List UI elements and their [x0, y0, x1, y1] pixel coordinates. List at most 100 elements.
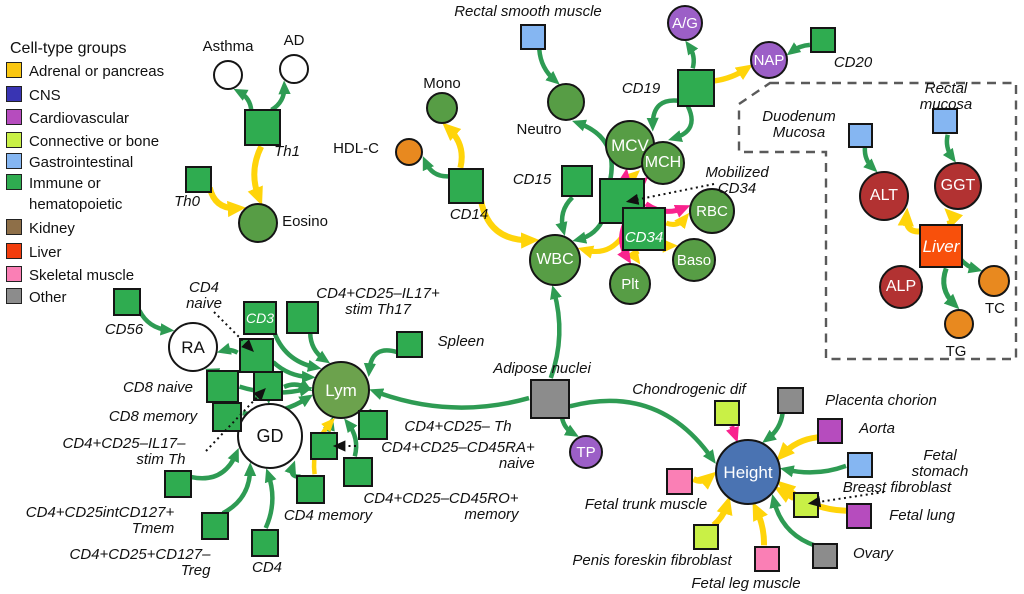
label-neutro: Neutro: [516, 120, 562, 138]
edge-chond-to-height: [726, 425, 739, 443]
node-chond: [714, 400, 740, 426]
label-placenta-chorion: Placenta chorion: [825, 391, 937, 409]
label-cd56: CD56: [104, 320, 144, 338]
label-ad: AD: [283, 31, 305, 49]
edge-tmem-to-gd: [190, 447, 239, 481]
node-th1: [243, 108, 281, 146]
node-alp: ALP: [879, 265, 923, 309]
node-tmem: [164, 470, 192, 498]
label-spleen: Spleen: [437, 332, 485, 350]
legend-swatch: [6, 62, 22, 78]
label-tc: TC: [985, 299, 1005, 317]
node-cd8mem: [212, 402, 242, 432]
node-fstomach: [847, 452, 873, 478]
edge-liver-to-ggt: [944, 208, 964, 227]
edge-rana-to-lym: [323, 416, 335, 433]
node-neutro: [547, 83, 585, 121]
edge-liver-to-tg: [941, 267, 960, 310]
edge-th1-to-eosino: [247, 145, 264, 206]
node-th0: [184, 165, 212, 193]
label-breast-fibroblast: Breast fibroblast: [842, 478, 952, 496]
node-cd4naive: [238, 337, 274, 373]
node-breast: [793, 492, 819, 518]
legend-label: Skeletal muscle: [29, 267, 135, 284]
label-tg: TG: [945, 342, 967, 360]
legend-swatch: [6, 86, 22, 102]
label-cd4-memory: CD4 memory: [283, 506, 373, 524]
node-ra: RA: [168, 322, 218, 372]
label-cd4-cd25intcd127-tmem: CD4+CD25intCD127+ Tmem: [25, 503, 175, 537]
label-cd4-cd25-th: CD4+CD25– Th: [404, 417, 512, 435]
label-cd4-cd25-il17-stim-th: CD4+CD25–IL17– stim Th: [62, 434, 186, 468]
edge-cd19-to-nap: [714, 64, 753, 84]
label-duodenum-mucosa: Duodenum Mucosa: [762, 107, 836, 141]
legend-swatch: [6, 266, 22, 282]
edge-cd34-to-plt: [625, 247, 641, 265]
node-tg: [944, 309, 974, 339]
label-penis-foreskin-fibroblast: Penis foreskin fibroblast: [572, 551, 732, 569]
edge-breast-to-height: [773, 486, 796, 503]
edge-cd34-to-rbc: [665, 212, 690, 230]
label-aorta: Aorta: [859, 419, 895, 437]
node-rect: [932, 108, 958, 134]
edge-fstomach-to-height: [779, 463, 847, 478]
node-flung: [846, 503, 872, 529]
label-mobilized-cd34: Mobilized CD34: [705, 163, 769, 197]
legend-item-skeletal-muscle: Skeletal muscle: [6, 266, 134, 287]
legend-item-liver: Liver: [6, 243, 62, 264]
node-placenta: [776, 386, 804, 414]
edge-treg-to-gd: [221, 462, 257, 516]
edge-adipose-to-tp: [559, 415, 579, 437]
label-ovary: Ovary: [852, 544, 894, 562]
node-gd: GD: [237, 403, 303, 469]
edge-flegm-to-height: [752, 501, 768, 546]
node-height: Height: [715, 439, 781, 505]
label-cd19: CD19: [621, 79, 661, 97]
node-th17sq: [285, 300, 319, 334]
node-cd56: [113, 288, 141, 316]
legend-item-cns: CNS: [6, 86, 61, 107]
label-adipose-nuclei: Adipose nuclei: [493, 359, 591, 377]
legend-item-cardiovascular: Cardiovascular: [6, 109, 129, 130]
node-hdlc: [395, 138, 423, 166]
legend-swatch: [6, 174, 22, 190]
legend-item-gastrointestinal: Gastrointestinal: [6, 153, 133, 174]
edge-ftrunk-to-height: [692, 471, 717, 490]
label-cd4-cd25-cd45ra-naive: CD4+CD25–CD45RA+ naive: [381, 438, 535, 472]
node-ftrunk: [665, 467, 693, 495]
label-fetal-stomach: Fetal stomach: [911, 446, 969, 480]
edge-cd19-to-ag: [685, 40, 699, 69]
node-treg: [201, 512, 229, 540]
edge-rect-to-ggt: [942, 134, 956, 163]
edge-romem-to-lym: [344, 418, 359, 457]
edge-cd20-to-nap: [786, 42, 811, 56]
edge-adipose-to-lym: [369, 388, 530, 410]
edge-cd4naive-to-ra: [216, 342, 239, 355]
node-rsm: [520, 24, 546, 50]
node-cd4sq: [251, 529, 279, 557]
edge-pforesk-to-height: [711, 496, 733, 528]
edge-th0-to-eosino: [206, 186, 246, 218]
node-mono: [426, 92, 458, 124]
label-cd8-naive: CD8 naive: [122, 378, 194, 396]
legend-title: Cell-type groups: [10, 40, 127, 57]
label-asthma: Asthma: [202, 37, 254, 55]
label-cd14: CD14: [449, 205, 489, 223]
legend-label: Immune or hematopoietic: [29, 175, 123, 213]
node-liver: Liver: [919, 224, 963, 268]
legend-label: Gastrointestinal: [29, 154, 134, 171]
label-fetal-trunk-muscle: Fetal trunk muscle: [584, 495, 708, 513]
legend-label: Adrenal or pancreas: [29, 63, 165, 80]
label-cd4-cd25-cd127-treg: CD4+CD25+CD127– Treg: [69, 545, 211, 579]
edge-placenta-to-height: [762, 412, 785, 443]
label-eosino: Eosino: [282, 212, 328, 230]
label-th0: Th0: [174, 192, 200, 210]
legend-swatch: [6, 219, 22, 235]
legend-item-other: Other: [6, 288, 67, 309]
edge-cd4sq-to-gd: [263, 468, 277, 529]
node-alt: ALT: [859, 171, 909, 221]
legend-swatch: [6, 288, 22, 304]
legend-label: CNS: [29, 87, 61, 104]
label-rectal-mucosa: Rectal mucosa: [919, 79, 973, 113]
